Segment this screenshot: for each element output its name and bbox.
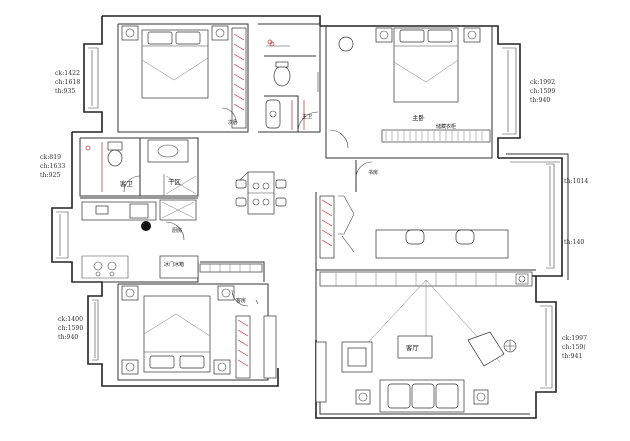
room-label-guest-bedroom: 客房 [236,297,246,304]
spec-text: ch:159( [562,344,586,351]
spec-text: th:941 [562,353,582,360]
spec-text: ch:1618 [55,79,80,86]
window-spec-w1: ck:1422 ch:1618 th:935 [55,70,80,95]
interior-walls [72,23,536,381]
room-label-kitchen: 厨房 [172,227,182,234]
appliance-label: 冰门冰箱 [164,261,184,268]
second-bedroom: 次卧 [121,25,247,129]
spec-text: th:140 [564,239,584,246]
study: 书房 [319,161,509,259]
spec-text: ch:1633 [40,163,65,170]
window-spec-w3: ck:1400 ch:1590 th:940 [58,316,83,341]
spec-text: th:940 [58,334,78,341]
spec-text: th:940 [530,97,550,104]
room-label-dry-area: 干区 [168,178,181,186]
master-bath: 主卫 [264,39,319,133]
room-label-wardrobe: 储藏衣柜 [436,123,456,130]
window-spec-w5: th:1014 [564,178,588,185]
window-spec-w2: ck:819 ch:1633 th:925 [40,154,65,179]
spec-text: ck:819 [40,154,61,161]
master-bedroom: 主卧 储藏衣柜 [329,27,491,149]
kitchen: 厨房 冰门冰箱 [81,199,199,279]
spec-text: ck:1400 [58,316,83,323]
room-label-master-bath: 主卫 [302,113,312,120]
hall-cabinet [199,263,263,273]
outer-walls [51,15,569,419]
room-label-second-bedroom: 次卧 [228,119,238,126]
room-label-living-room: 客厅 [406,343,419,352]
room-label-master-bedroom: 主卧 [412,113,425,122]
window-spec-w6: th:140 [564,239,584,246]
spec-text: ck:1997 [562,335,587,342]
spec-text: th:925 [40,172,60,179]
spec-text: ch:1599 [530,88,555,95]
spec-text: th:935 [55,88,75,95]
fixtures [239,41,319,305]
room-label-study: 书房 [368,169,378,176]
window-spec-w7: ck:1997 ch:159( th:941 [562,335,587,360]
window-spec-w4: ck:1992 ch:1599 th:940 [530,79,555,104]
spec-text: th:1014 [564,178,588,185]
spec-text: ck:1992 [530,79,555,86]
guest-bath: 客卫 干区 [85,139,198,197]
living-room: 客厅 [315,271,533,413]
spec-text: ck:1422 [55,70,80,77]
spec-text: ch:1590 [58,325,83,332]
dining-set [235,171,287,215]
room-label-guest-bath: 客卫 [120,179,133,188]
windows [56,47,560,389]
guest-bedroom: 客房 [121,285,277,379]
